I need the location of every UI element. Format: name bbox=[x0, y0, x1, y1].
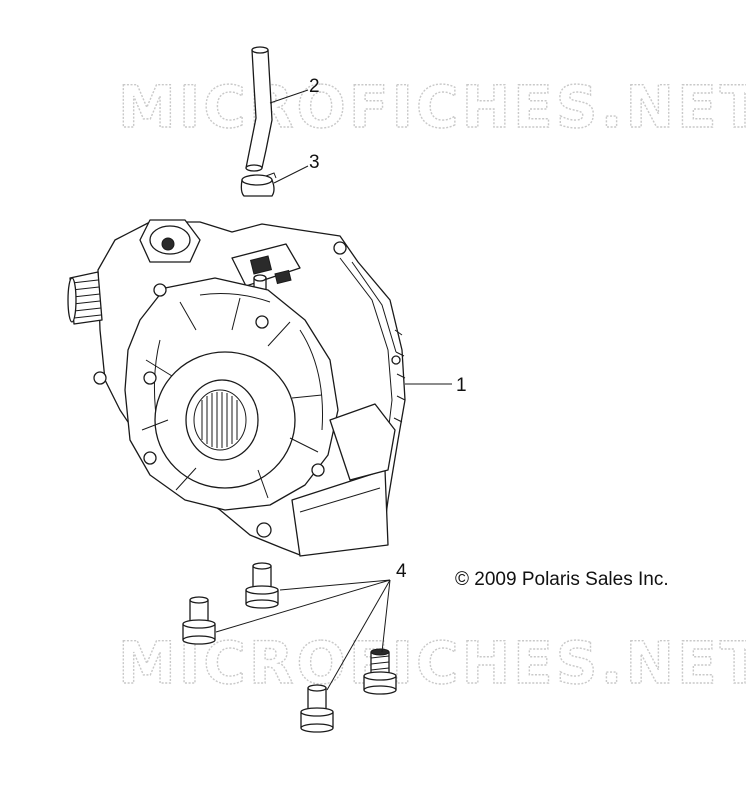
spline-hub-icon bbox=[201, 392, 238, 448]
watermark-bottom: MICROFICHES.NET bbox=[118, 629, 746, 697]
bolt-2 bbox=[182, 596, 216, 645]
housing-bolts-icon bbox=[93, 241, 401, 538]
bolt-4 bbox=[300, 684, 334, 733]
gearcase-housing-part[interactable] bbox=[67, 219, 406, 557]
mounting-bolts-part[interactable] bbox=[182, 562, 397, 733]
bolt-3 bbox=[363, 648, 397, 695]
callout-1: 1 bbox=[456, 375, 467, 396]
callout-4: 4 bbox=[396, 561, 407, 582]
copyright-notice: © 2009 Polaris Sales Inc. bbox=[455, 569, 669, 590]
vent-hose-part[interactable] bbox=[245, 46, 273, 172]
callout-3: 3 bbox=[309, 152, 320, 173]
watermark-top: MICROFICHES.NET bbox=[118, 73, 746, 141]
leader-lines bbox=[215, 89, 452, 691]
hose-clamp-part[interactable] bbox=[240, 172, 277, 197]
callout-2: 2 bbox=[309, 76, 320, 97]
bolt-1 bbox=[245, 562, 279, 609]
